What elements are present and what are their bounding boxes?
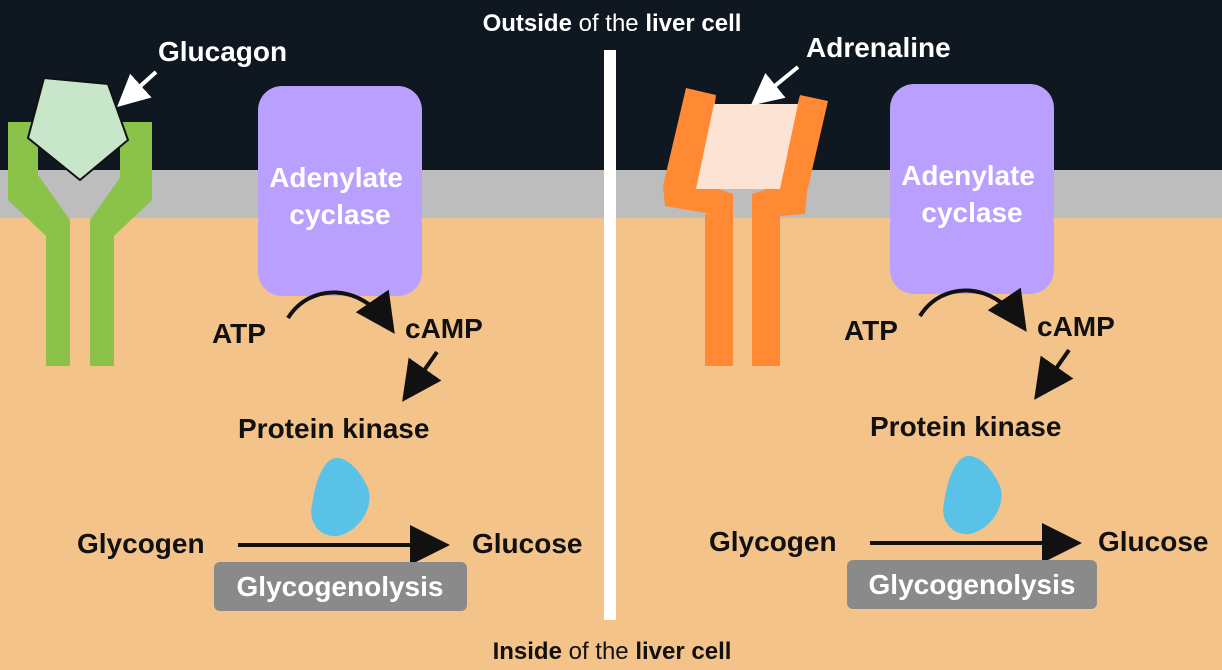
adenylate-cyclase-left	[258, 86, 422, 296]
protein-kinase-left	[311, 458, 370, 537]
atp-to-camp-arrow-right	[918, 287, 1027, 332]
protein-kinase-label-right: Protein kinase	[870, 411, 1061, 442]
glucose-label-right: Glucose	[1098, 526, 1208, 557]
outside-cell-label: Outside of the liver cell	[483, 10, 742, 37]
atp-to-camp-arrow-left	[286, 289, 395, 334]
adrenaline-pointer-arrow	[750, 65, 800, 106]
glucagon-label: Glucagon	[158, 36, 287, 67]
adrenaline-label: Adrenaline	[806, 32, 951, 63]
atp-label-left: ATP	[212, 318, 266, 349]
adrenaline-molecule	[696, 104, 798, 189]
adenylate-cyclase-label-left: Adenylate cyclase	[269, 162, 411, 230]
protein-kinase-label-left: Protein kinase	[238, 413, 429, 444]
adenylate-cyclase-label-right: Adenylate cyclase	[901, 160, 1043, 228]
glycogenolysis-label-right: Glycogenolysis	[869, 569, 1076, 600]
adrenaline-receptor	[663, 88, 828, 366]
protein-kinase-right	[943, 456, 1002, 535]
camp-label-right: cAMP	[1037, 311, 1115, 342]
adenylate-cyclase-right	[890, 84, 1054, 294]
right-panel: Adrenaline Adenylate cyclase ATP cAMP Pr…	[663, 32, 1208, 609]
glucagon-pointer-arrow	[117, 70, 158, 108]
atp-label-right: ATP	[844, 315, 898, 346]
glycogenolysis-box-right	[847, 560, 1097, 609]
glycogen-label-right: Glycogen	[709, 526, 837, 557]
glycogenolysis-box-left	[214, 562, 467, 611]
inside-cell-label: Inside of the liver cell	[493, 638, 732, 665]
camp-to-kinase-arrow-right	[1034, 348, 1074, 400]
glucose-label-left: Glucose	[472, 528, 582, 559]
glucagon-molecule	[26, 76, 130, 182]
glycogen-label-left: Glycogen	[77, 528, 205, 559]
camp-to-kinase-arrow-left	[402, 350, 442, 402]
glycogenolysis-label-left: Glycogenolysis	[237, 571, 444, 602]
camp-label-left: cAMP	[405, 313, 483, 344]
left-panel: Glucagon Adenylate cyclase ATP cAMP Prot…	[8, 36, 582, 611]
panel-divider	[604, 50, 616, 620]
